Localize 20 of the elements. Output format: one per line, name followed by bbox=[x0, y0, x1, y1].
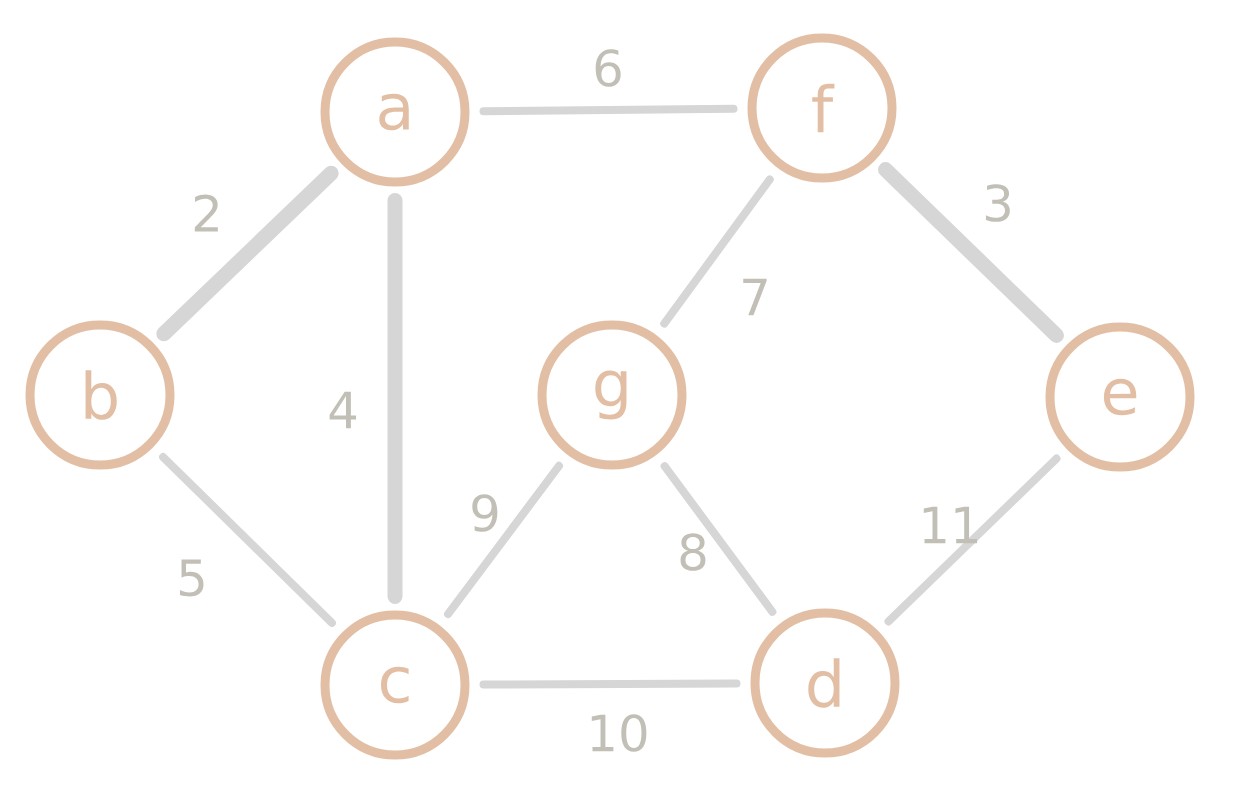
edge-label: 3 bbox=[985, 184, 1010, 222]
edge-line bbox=[660, 462, 777, 616]
edge-line bbox=[444, 461, 563, 619]
edge-label: 11 bbox=[923, 506, 978, 544]
edge-label: 4 bbox=[329, 391, 357, 429]
edge-label: 5 bbox=[180, 559, 204, 597]
edge-label: 10 bbox=[591, 714, 647, 752]
edge-label: 2 bbox=[194, 194, 218, 232]
edge-line bbox=[884, 454, 1061, 626]
edge-label: 7 bbox=[743, 278, 767, 316]
edge-line bbox=[878, 162, 1064, 343]
edge-line bbox=[479, 104, 738, 116]
edge-line bbox=[660, 175, 774, 328]
edge-line bbox=[479, 679, 741, 689]
edge-line bbox=[156, 165, 339, 342]
edge-line bbox=[387, 193, 403, 604]
edge-line bbox=[159, 453, 336, 627]
edge-label: 6 bbox=[595, 49, 621, 87]
edge-label: 9 bbox=[472, 494, 498, 532]
edge-label: 8 bbox=[680, 533, 706, 571]
